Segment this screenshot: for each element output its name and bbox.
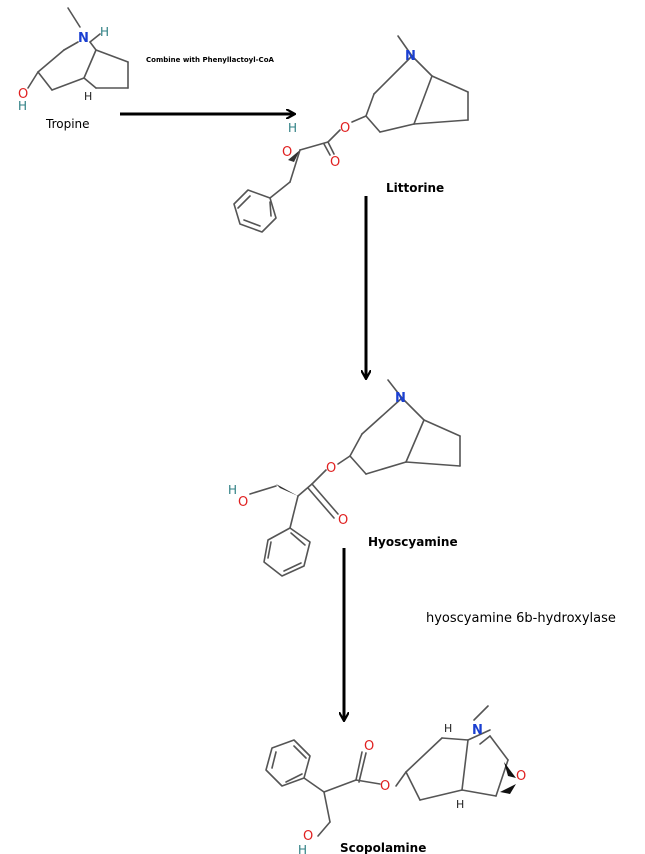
nitrogen-atom: N — [395, 391, 406, 406]
hydroxyl-oxygen: O — [18, 87, 28, 102]
nitrogen-atom: N — [472, 723, 483, 738]
step3-note: hyoscyamine 6b-hydroxylase — [426, 611, 616, 626]
hyoscyamine-label: Hyoscyamine — [368, 535, 458, 549]
ester-oxygen: O — [380, 779, 390, 794]
carbonyl-oxygen: O — [330, 155, 340, 170]
tropine-label: Tropine — [45, 117, 90, 131]
epoxide-oxygen: O — [516, 769, 526, 784]
hydroxyl-oxygen: O — [282, 145, 292, 160]
hydroxyl-hydrogen: H — [288, 121, 297, 135]
scopolamine-label: Scopolamine — [340, 841, 426, 854]
hydroxyl-hydrogen: H — [18, 99, 27, 113]
hydrogen-atom: H — [456, 798, 464, 811]
nitrogen-atom: N — [405, 49, 416, 64]
tropine-structure: N H H O H — [18, 7, 129, 113]
hydroxyl-oxygen: O — [303, 829, 313, 844]
littorine-label: Littorine — [386, 181, 444, 195]
scopolamine-structure: N H H O O O O H — [265, 705, 526, 854]
hydroxyl-oxygen: O — [238, 495, 248, 510]
step1-note: Combine with Phenyllactoyl-CoA — [146, 56, 275, 64]
ester-oxygen: O — [340, 121, 350, 136]
hydroxyl-hydrogen: H — [298, 843, 307, 854]
littorine-structure: N O O O H — [233, 35, 469, 233]
hydrogen-atom: H — [100, 25, 109, 39]
hydroxyl-hydrogen: H — [228, 483, 237, 497]
ester-oxygen: O — [326, 461, 336, 476]
carbonyl-oxygen: O — [364, 739, 374, 754]
hydrogen-atom: H — [84, 90, 92, 103]
hydrogen-atom: H — [444, 722, 452, 735]
nitrogen-atom: N — [78, 31, 89, 46]
carbonyl-oxygen: O — [338, 513, 348, 528]
hyoscyamine-structure: N O O H O — [228, 379, 461, 577]
